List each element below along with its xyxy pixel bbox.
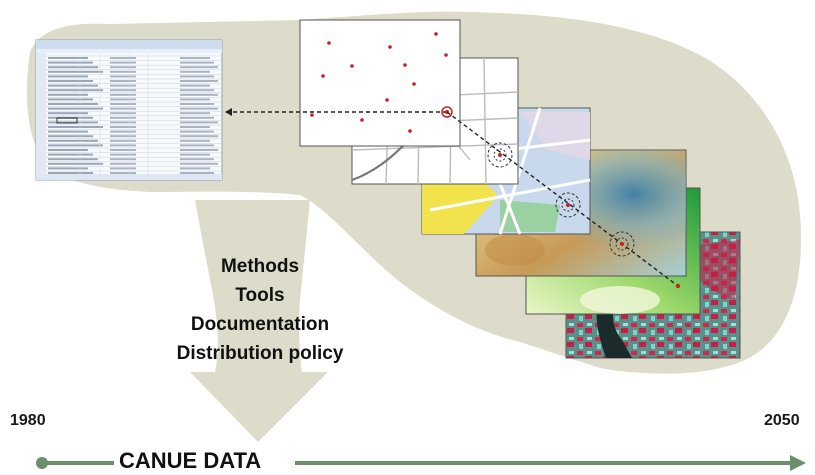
down-arrow	[190, 200, 328, 442]
sample-point	[434, 32, 438, 36]
buffer-circle	[609, 231, 635, 257]
sample-point	[385, 98, 389, 102]
sample-point	[444, 53, 448, 57]
sample-point	[310, 113, 314, 117]
timeline-end-year: 2050	[764, 412, 800, 429]
list-item-tools: Tools	[235, 285, 285, 306]
timeline-start-year: 1980	[10, 412, 46, 429]
sample-point	[321, 74, 325, 78]
timeline-arrowhead	[790, 455, 806, 471]
timeline	[36, 455, 806, 471]
list-item-documentation: Documentation	[190, 314, 330, 335]
buffer-line	[446, 111, 681, 289]
buffer-circle	[555, 192, 581, 218]
buffer-circle	[487, 142, 513, 168]
sample-point	[360, 118, 364, 122]
list-item-distribution-policy: Distribution policy	[176, 343, 344, 364]
spreadsheet-thumbnail	[35, 39, 223, 181]
sample-point	[412, 82, 416, 86]
list-item-methods: Methods	[220, 256, 300, 277]
point-map	[299, 19, 461, 147]
sample-point	[327, 41, 331, 45]
canue-data-label: CANUE DATA	[119, 448, 262, 473]
sample-point	[403, 63, 407, 67]
offerings-list: Methods Tools Documentation Distribution…	[150, 252, 370, 368]
sample-point	[388, 45, 392, 49]
sample-point	[350, 64, 354, 68]
sample-point	[408, 129, 412, 133]
